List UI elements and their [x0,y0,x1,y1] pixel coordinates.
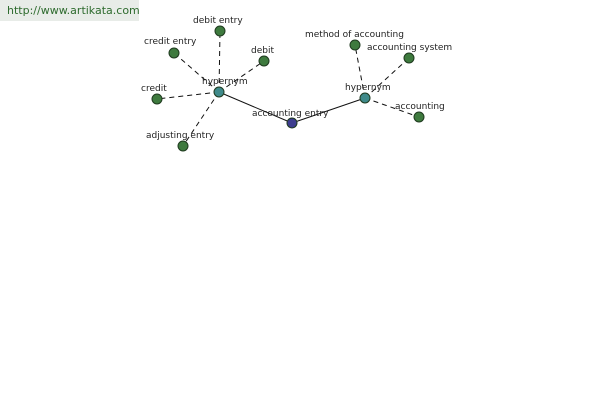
graph-nodes [151,25,425,152]
node-adjusting-entry[interactable] [177,140,189,152]
edge-hubL-credit-entry [173,52,220,93]
edge-root-hubR [291,97,366,124]
node-method-of-accounting[interactable] [349,39,361,51]
node-credit[interactable] [151,93,163,105]
node-accounting[interactable] [413,111,425,123]
label-debit-entry[interactable]: debit entry [193,16,243,26]
label-credit[interactable]: credit [141,84,167,94]
edge-hubL-adjusting-entry [182,91,220,147]
source-url-banner[interactable]: http://www.artikata.com [0,0,140,21]
edge-root-hubL [218,91,293,124]
node-credit-entry[interactable] [168,47,180,59]
graph-edges [156,30,420,147]
edge-hubL-debit [218,60,265,93]
edge-hubL-credit [156,91,220,100]
label-adjusting-entry[interactable]: adjusting entry [146,131,215,141]
edge-hubR-accounting-system [364,57,410,99]
label-accounting[interactable]: accounting [395,102,445,112]
label-credit-entry[interactable]: credit entry [144,37,197,47]
label-root[interactable]: accounting entry [252,109,329,119]
label-hubR[interactable]: hypernym [345,83,391,93]
label-hubL[interactable]: hypernym [202,77,248,87]
edge-hubL-debit-entry [218,30,221,93]
node-debit-entry[interactable] [214,25,226,37]
node-debit[interactable] [258,55,270,67]
label-accounting-system[interactable]: accounting system [367,43,452,53]
source-url-link[interactable]: http://www.artikata.com [7,4,140,17]
node-hubL[interactable] [213,86,225,98]
node-root[interactable] [286,117,298,129]
edge-hubR-accounting [364,97,420,118]
graph-labels: debit entry credit entry debit credit adjust… [141,16,452,141]
label-method-of-accounting[interactable]: method of accounting [305,30,404,40]
node-hubR[interactable] [359,92,371,104]
label-debit[interactable]: debit [251,46,274,56]
node-accounting-system[interactable] [403,52,415,64]
